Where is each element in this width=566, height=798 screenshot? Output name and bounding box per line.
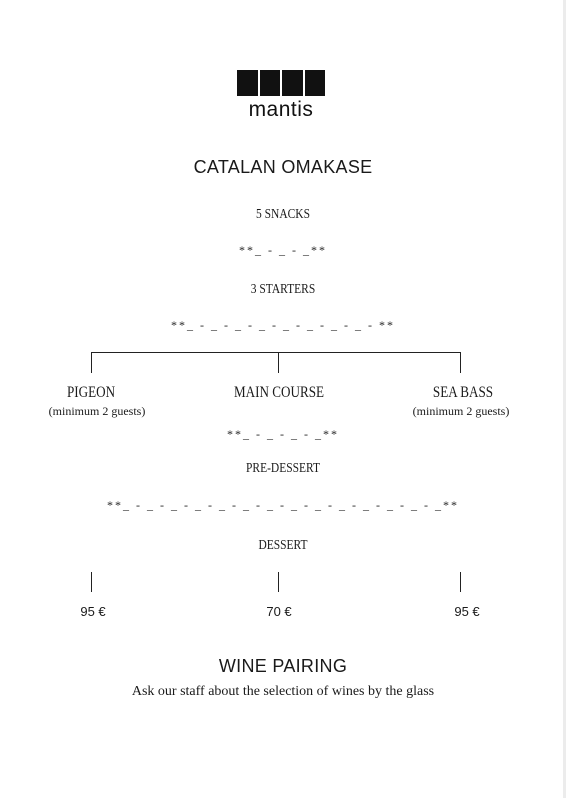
price-pigeon: 95 € bbox=[80, 604, 106, 619]
main-option-name: MAIN COURSE bbox=[233, 384, 325, 401]
main-option-name: PIGEON bbox=[66, 384, 116, 401]
separator-1: **_ - _ - _** bbox=[239, 243, 327, 257]
brand-logo: mantis bbox=[237, 70, 325, 122]
price-sea-bass: 95 € bbox=[454, 604, 480, 619]
wine-pairing-subtitle: Ask our staff about the selection of win… bbox=[131, 684, 435, 699]
separator-3: **_ - _ - _ - _** bbox=[227, 427, 339, 441]
main-option-note: (minimum 2 guests) bbox=[412, 404, 510, 418]
main-option-main-course: MAIN COURSE bbox=[196, 384, 362, 402]
main-option-pigeon: PIGEON bbox=[8, 384, 174, 402]
branch-center-line bbox=[278, 352, 279, 373]
course-dessert-wrap: DESSERT bbox=[0, 538, 566, 554]
branch-horizontal-line bbox=[91, 352, 461, 353]
branch-right-line bbox=[460, 352, 461, 373]
menu-title: CATALAN OMAKASE bbox=[193, 157, 373, 177]
price-main-course: 70 € bbox=[266, 604, 292, 619]
main-option-note: (minimum 2 guests) bbox=[48, 404, 146, 418]
course-starters: 3 STARTERS bbox=[250, 282, 316, 297]
main-option-name: SEA BASS bbox=[432, 384, 494, 401]
course-snacks: 5 SNACKS bbox=[256, 207, 310, 222]
branch-left-line bbox=[91, 352, 92, 373]
course-snacks-wrap: 5 SNACKS bbox=[0, 207, 566, 223]
course-dessert: DESSERT bbox=[258, 538, 308, 553]
separator-4: **_ - _ - _ - _ - _ - _ - _ - _ - _ - _ … bbox=[107, 498, 459, 512]
price-tick-right bbox=[460, 572, 461, 592]
separator-2: **_ - _ - _ - _ - _ - _ - _ - _ - ** bbox=[171, 318, 395, 332]
price-tick-left bbox=[91, 572, 92, 592]
course-starters-wrap: 3 STARTERS bbox=[0, 282, 566, 298]
page-edge bbox=[563, 0, 566, 798]
price-tick-center bbox=[278, 572, 279, 592]
logo-mark bbox=[237, 70, 325, 96]
course-pre-dessert-wrap: PRE-DESSERT bbox=[0, 461, 566, 477]
wine-pairing-title: WINE PAIRING bbox=[218, 656, 348, 676]
brand-name: mantis bbox=[248, 98, 314, 121]
course-pre-dessert: PRE-DESSERT bbox=[246, 461, 320, 476]
main-option-sea-bass: SEA BASS bbox=[380, 384, 546, 402]
